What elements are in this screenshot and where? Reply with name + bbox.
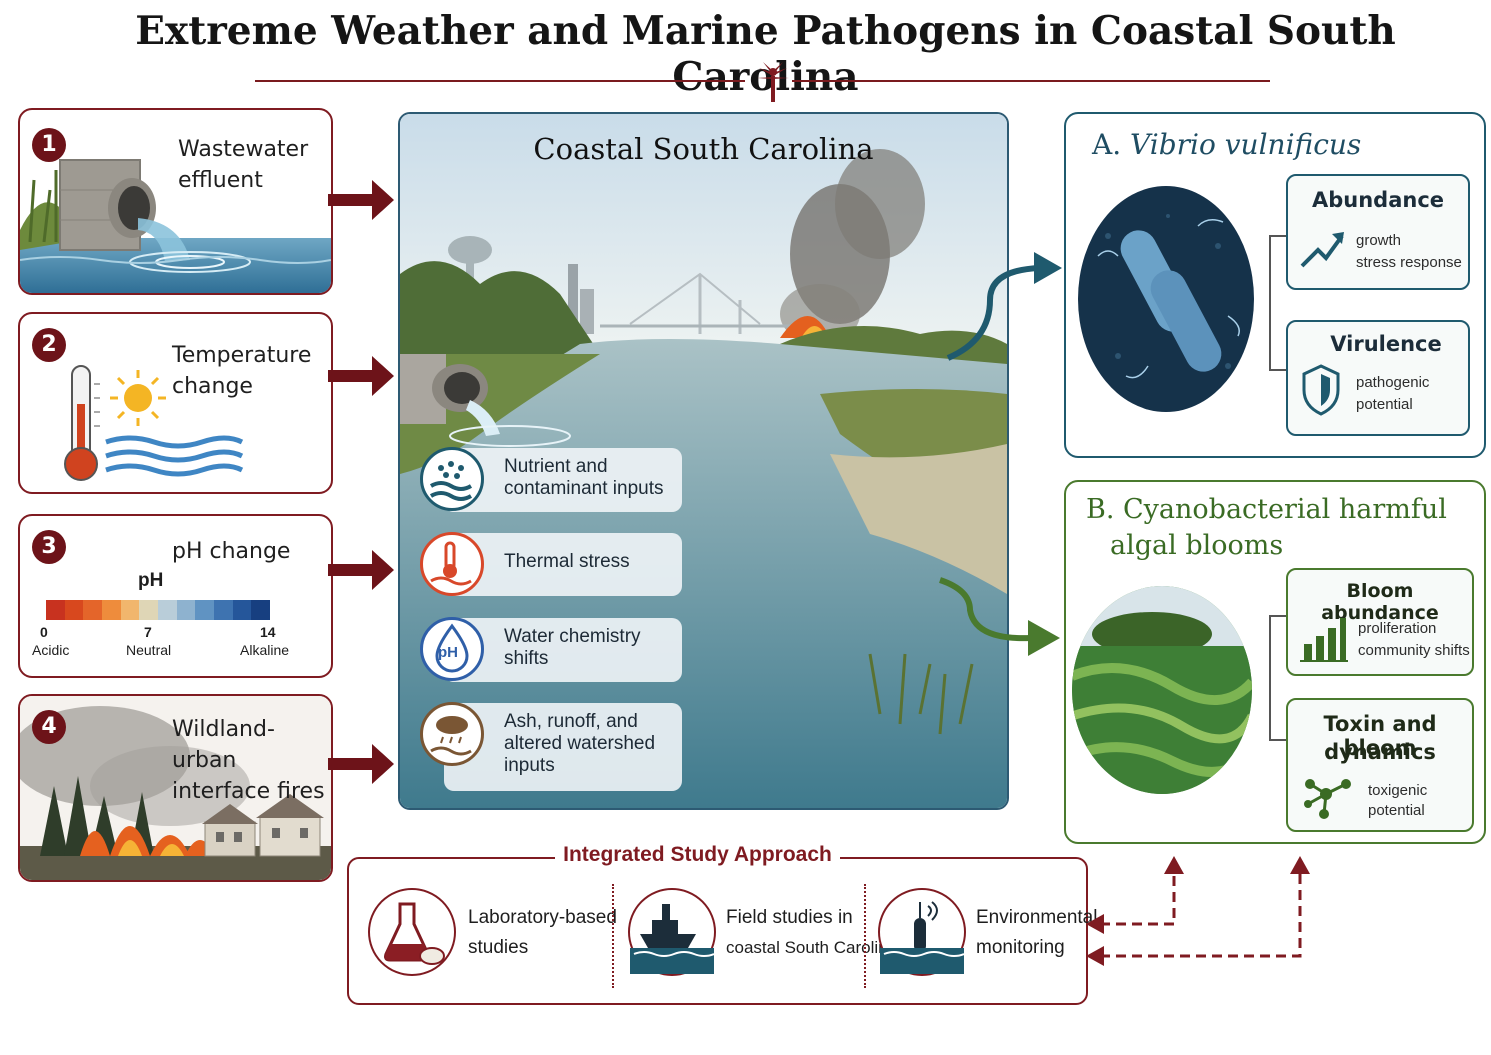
sensor-icon bbox=[878, 888, 966, 976]
feedback-arrows bbox=[1086, 856, 1310, 966]
abundance-title: Abundance bbox=[1311, 188, 1445, 212]
driver-card-ph: 3 pH change pH 0 7 14 Acidic Neutral Alk… bbox=[18, 514, 333, 678]
driver-label: pH change bbox=[172, 539, 291, 564]
driver-number: 3 bbox=[32, 530, 66, 564]
ph-scale-bar bbox=[46, 600, 271, 620]
driver-number: 1 bbox=[32, 128, 66, 162]
vibrio-title: A. Vibrio vulnificus bbox=[1092, 128, 1361, 161]
bloom-abundance-box: Bloom abundance proliferation community … bbox=[1286, 568, 1474, 676]
study-monitoring-line2: monitoring bbox=[976, 937, 1065, 958]
study-lab-line2: studies bbox=[468, 937, 529, 958]
driver-number: 4 bbox=[32, 710, 66, 744]
outcome-arrows bbox=[938, 252, 1062, 656]
virulence-box: Virulence pathogenic potential bbox=[1286, 320, 1470, 436]
abundance-box: Abundance growth stress response bbox=[1286, 174, 1470, 290]
thermal-icon bbox=[420, 532, 484, 596]
pipe-icon bbox=[20, 159, 331, 293]
ph-acidic-label: Acidic bbox=[32, 642, 70, 658]
ph-scale-label: pH bbox=[138, 570, 164, 591]
boat-icon bbox=[628, 888, 716, 976]
driver-arrows bbox=[328, 180, 394, 784]
bacteria-icon bbox=[1078, 186, 1254, 412]
thermometer-icon bbox=[64, 365, 244, 481]
cyano-title-line1: B. Cyanobacterial harmful bbox=[1086, 494, 1447, 525]
driver-label: Wildland-urban interface fires bbox=[172, 717, 325, 804]
driver-label: Wastewater effluent bbox=[178, 137, 309, 193]
rain-cloud-icon bbox=[420, 702, 484, 766]
ph-alkaline-label: Alkaline bbox=[240, 642, 290, 658]
shield-icon bbox=[1302, 364, 1340, 416]
bloom-abundance-title: Bloom abundance bbox=[1321, 580, 1439, 624]
driver-card-temperature: 2 Temperature change bbox=[18, 312, 333, 494]
page-title: Extreme Weather and Marine Pathogens in … bbox=[135, 8, 1396, 100]
ph-tick-14: 14 bbox=[260, 624, 276, 640]
study-divider-2 bbox=[864, 884, 866, 988]
driver-label: Temperature change bbox=[172, 343, 312, 399]
ph-tick-0: 0 bbox=[40, 624, 48, 640]
bar-chart-icon bbox=[1300, 618, 1348, 662]
bloom-abundance-text-2: community shifts bbox=[1358, 642, 1470, 659]
molecule-icon bbox=[1304, 779, 1351, 819]
trend-icon bbox=[1300, 232, 1344, 268]
vibrio-title-name: Vibrio vulnificus bbox=[1130, 128, 1362, 161]
virulence-text-1: pathogenic bbox=[1356, 374, 1430, 391]
study-divider-1 bbox=[612, 884, 614, 988]
stressor-ash-runoff: Ash, runoff, and altered watershed input… bbox=[444, 703, 682, 791]
toxin-text-1: toxigenic bbox=[1368, 782, 1428, 799]
virulence-text-2: potential bbox=[1356, 396, 1413, 413]
ph-icon-text: pH bbox=[438, 644, 458, 661]
cyano-connector bbox=[1269, 615, 1286, 741]
toxin-title-2: dynamics bbox=[1324, 740, 1436, 764]
driver-card-fires: 4 Wildland-urban interface fires bbox=[18, 694, 333, 882]
coastal-title: Coastal South Carolina bbox=[533, 132, 874, 166]
vibrio-panel: A. Vibrio vulnificus Abundance growth st… bbox=[1064, 112, 1486, 458]
study-lab-line1: Laboratory-based bbox=[468, 907, 617, 928]
driver-card-wastewater: 1 Wastewater effluent bbox=[18, 108, 333, 295]
study-monitoring-line1: Environmental bbox=[976, 907, 1098, 928]
title-rule-right bbox=[792, 80, 1270, 82]
title-rule-left bbox=[255, 80, 745, 82]
study-field-line2: coastal South Carolina bbox=[726, 938, 898, 957]
study-field-line1: Field studies in bbox=[726, 907, 853, 928]
water-drop-icon: pH bbox=[420, 617, 484, 681]
vibrio-connector bbox=[1269, 235, 1286, 371]
cyano-panel: B. Cyanobacterial harmful algal blooms B… bbox=[1064, 480, 1486, 844]
palmetto-icon bbox=[757, 62, 789, 102]
cyano-title-line2: algal blooms bbox=[1110, 530, 1284, 561]
ph-neutral-label: Neutral bbox=[126, 642, 172, 658]
virulence-title: Virulence bbox=[1330, 332, 1442, 356]
flask-icon bbox=[368, 888, 456, 976]
bloom-abundance-text-1: proliferation bbox=[1358, 620, 1437, 637]
study-approach-title: Integrated Study Approach bbox=[555, 843, 840, 867]
abundance-text-1: growth bbox=[1356, 232, 1402, 249]
toxin-box: Toxin and bloom dynamics toxigenic poten… bbox=[1286, 698, 1474, 832]
algal-bloom-image bbox=[1072, 586, 1252, 794]
toxin-title-1: Toxin and bloom bbox=[1323, 712, 1437, 760]
toxin-text-2: potential bbox=[1368, 802, 1425, 819]
nutrient-icon bbox=[420, 447, 484, 511]
abundance-text-2: stress response bbox=[1356, 254, 1462, 271]
vibrio-title-prefix: A. bbox=[1092, 128, 1122, 161]
ph-tick-7: 7 bbox=[144, 624, 152, 640]
driver-number: 2 bbox=[32, 328, 66, 362]
sun-icon bbox=[110, 370, 166, 426]
